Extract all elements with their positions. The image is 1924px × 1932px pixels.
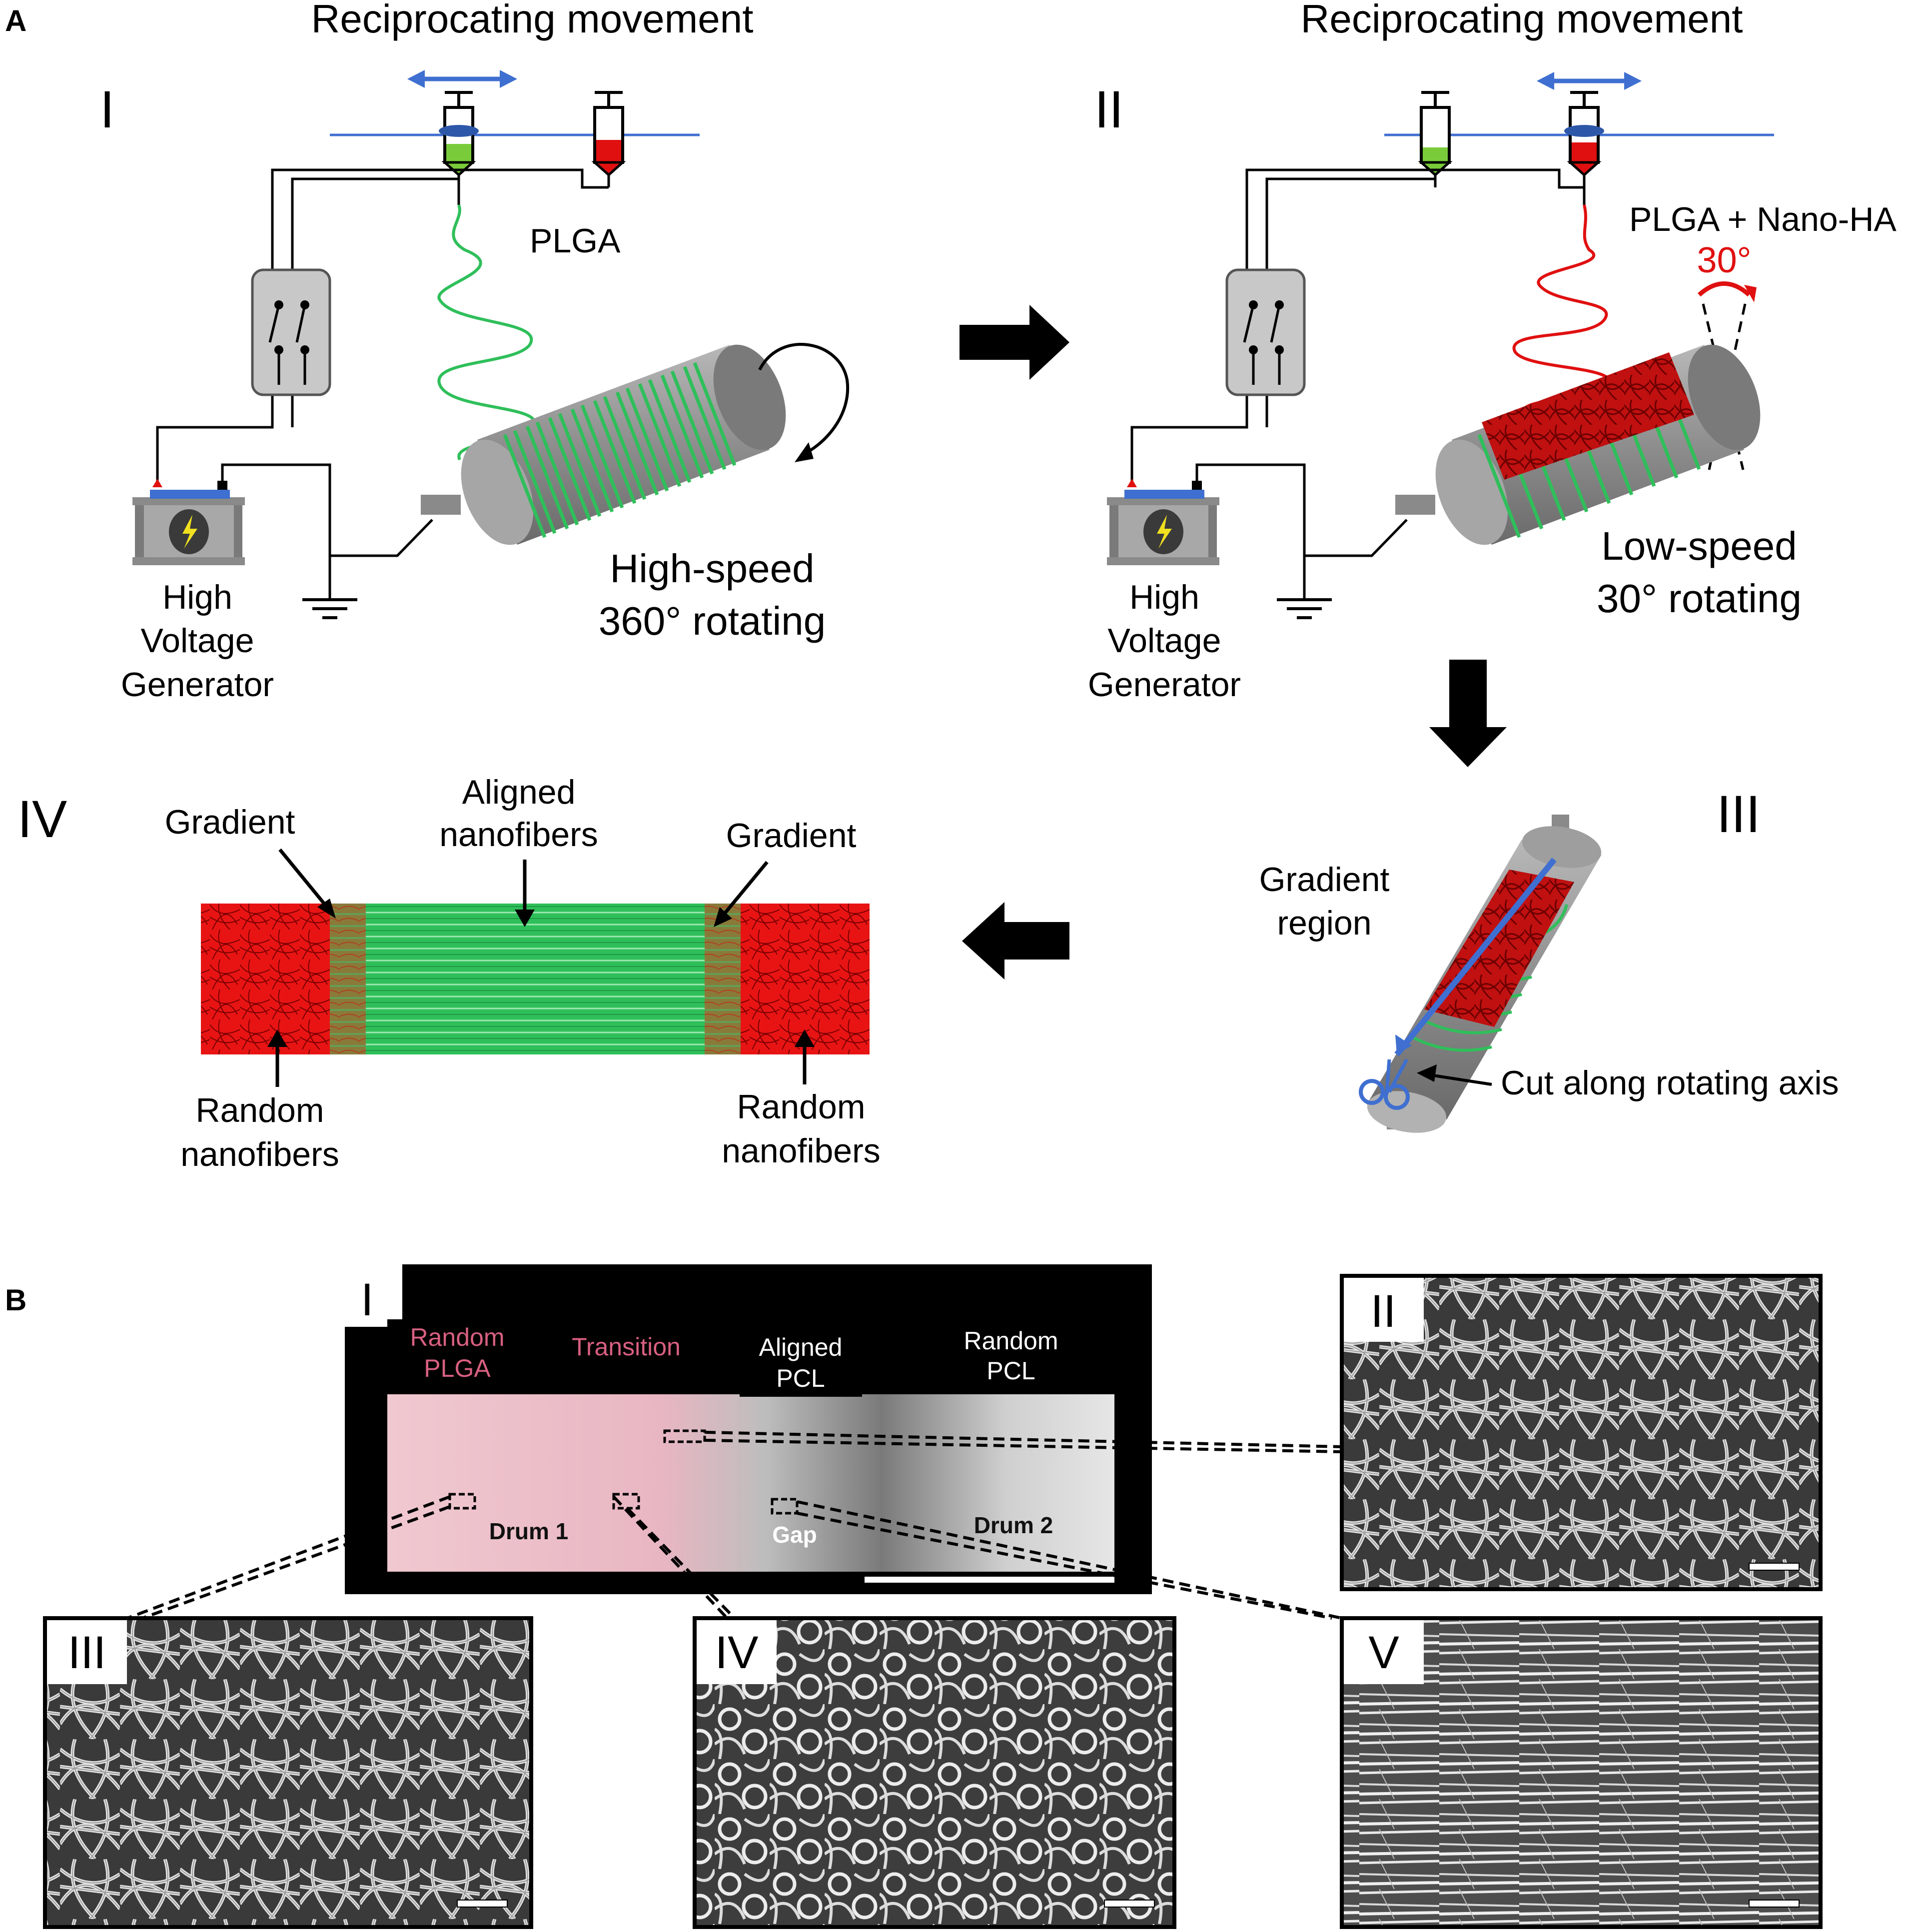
zone-transition: Transition xyxy=(572,1333,681,1361)
photo-panel-i: I Random PLGA Transition Aligned PCL Ran… xyxy=(345,1264,1152,1594)
drum1-label: Drum 1 xyxy=(489,1518,568,1544)
generator-label-line3: Generator xyxy=(121,666,274,704)
flow-arrow-down-icon xyxy=(1429,660,1507,767)
sem-image-iv: IV xyxy=(693,1616,1176,1929)
scale-bar xyxy=(1749,1563,1800,1571)
zone-transition-box xyxy=(559,1327,694,1367)
switch-box-icon xyxy=(1225,268,1306,396)
scale-bar xyxy=(1749,1900,1800,1908)
angle-arrow-icon xyxy=(1697,281,1751,297)
zone-aligned-pcl-line1: Aligned xyxy=(759,1333,843,1361)
zone-random-plga-box xyxy=(387,1319,527,1389)
zone-random-pcl-line2: PCL xyxy=(986,1357,1035,1385)
panel-a-letter: A xyxy=(5,4,26,37)
sem-image-iii: III xyxy=(43,1616,533,1929)
syringe-green-icon xyxy=(439,91,479,205)
photo-numeral: I xyxy=(361,1274,374,1325)
step-ii-title: Reciprocating movement xyxy=(1301,0,1743,41)
callout-lines xyxy=(126,1431,1342,1620)
membrane-random-left xyxy=(201,904,330,1054)
generator-label-line2: Voltage xyxy=(1108,622,1221,660)
cut-label: Cut along rotating axis xyxy=(1501,1064,1839,1102)
scale-bar xyxy=(865,1577,1114,1583)
zone-random-pcl-line1: Random xyxy=(964,1327,1058,1355)
scissors-icon xyxy=(1359,1058,1410,1110)
gap-label: Gap xyxy=(772,1522,817,1548)
membrane-aligned xyxy=(366,904,705,1054)
step-ii-numeral: II xyxy=(1094,80,1123,139)
switch-box-icon xyxy=(251,268,331,396)
aligned-label-line2: nanofibers xyxy=(439,816,598,854)
green-fiber-jet xyxy=(437,204,537,461)
drum2-label: Drum 2 xyxy=(974,1512,1053,1538)
syringe-green-icon xyxy=(1418,91,1453,187)
scale-bar xyxy=(1104,1900,1155,1908)
high-voltage-generator-icon xyxy=(132,479,245,565)
scale-bar xyxy=(457,1900,508,1908)
plga-label: PLGA xyxy=(530,222,621,260)
ground-icon xyxy=(1277,556,1332,619)
generator-label-line1: High xyxy=(1129,578,1199,616)
zone-random-plga-line2: PLGA xyxy=(424,1354,491,1382)
sem-image-ii: II xyxy=(1340,1274,1823,1591)
zone-aligned-pcl-box xyxy=(740,1324,862,1397)
rotation-arrow-icon xyxy=(758,343,850,456)
step-iii-numeral: III xyxy=(1717,785,1761,844)
ground-icon xyxy=(302,556,357,619)
collector-drum-low-speed xyxy=(1395,344,1761,545)
membrane-strip xyxy=(387,1394,1114,1572)
generator-label-line1: High xyxy=(162,578,232,616)
step-i-title: Reciprocating movement xyxy=(311,0,754,41)
sem-v-label: V xyxy=(1368,1627,1399,1678)
membrane-random-right xyxy=(741,904,870,1054)
reciprocating-arrow-icon xyxy=(407,70,517,88)
gradient-region-line1: Gradient xyxy=(1259,861,1390,899)
random-right-line2: nanofibers xyxy=(722,1132,881,1170)
flow-arrow-right-icon xyxy=(960,305,1069,380)
plga-nano-ha-label: PLGA + Nano-HA xyxy=(1629,200,1897,238)
step-iv-diagram: IV Gradient Aligned nanofibers Gradient … xyxy=(17,773,881,1173)
step-i-numeral: I xyxy=(100,80,114,139)
sem-iv-label: IV xyxy=(715,1627,759,1678)
low-speed-label-line1: Low-speed xyxy=(1601,524,1797,568)
zone-aligned-pcl-line2: PCL xyxy=(776,1364,825,1392)
sem-iii-label: III xyxy=(68,1627,106,1678)
high-speed-label-line1: High-speed xyxy=(610,546,814,591)
zone-random-pcl-box xyxy=(946,1322,1076,1392)
sem-image-v: V xyxy=(1340,1616,1823,1929)
random-left-line1: Random xyxy=(195,1091,324,1129)
step-iv-numeral: IV xyxy=(17,790,67,849)
high-voltage-generator-icon xyxy=(1107,479,1219,565)
generator-label-line3: Generator xyxy=(1088,666,1241,704)
aligned-label-line1: Aligned xyxy=(462,773,576,811)
random-left-line2: nanofibers xyxy=(180,1135,339,1173)
flow-arrow-left-icon xyxy=(962,902,1069,979)
membrane-gradient-right xyxy=(705,904,741,1054)
gradient-region-line2: region xyxy=(1277,904,1371,942)
panel-b-letter: B xyxy=(5,1283,26,1317)
step-iii-diagram: III Gradient region Cut along rotating a… xyxy=(1259,785,1839,1133)
low-speed-label-line2: 30° rotating xyxy=(1597,576,1802,621)
generator-label-line2: Voltage xyxy=(141,622,254,660)
step-ii-diagram: II Reciprocating movement xyxy=(1088,0,1897,704)
sem-ii-label: II xyxy=(1370,1286,1396,1337)
reciprocating-arrow-icon xyxy=(1537,72,1642,90)
syringe-red-icon xyxy=(591,91,626,187)
angle-label: 30° xyxy=(1697,240,1752,280)
collector-drum-high-speed xyxy=(421,344,786,545)
random-right-line1: Random xyxy=(737,1088,865,1126)
gradient-left-label: Gradient xyxy=(165,803,295,841)
high-speed-label-line2: 360° rotating xyxy=(599,599,826,643)
step-i-diagram: I Reciprocating movement xyxy=(100,0,850,704)
syringe-red-icon xyxy=(1564,91,1604,205)
membrane-gradient-left xyxy=(330,904,366,1054)
zone-random-plga-line1: Random xyxy=(410,1323,505,1351)
gradient-right-label: Gradient xyxy=(726,817,857,855)
